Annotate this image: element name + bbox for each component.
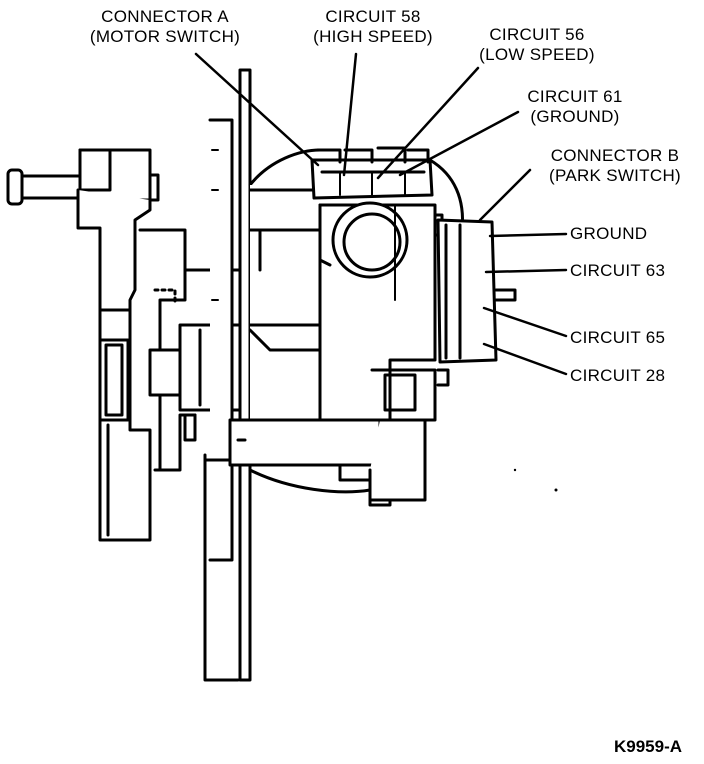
circuit-56-title: CIRCUIT 56 [489,25,585,44]
circuit-63-label: CIRCUIT 63 [570,261,666,280]
lower-bracket [228,368,450,502]
circuit-58-title: CIRCUIT 58 [325,7,421,26]
connector-b-subtitle: (PARK SWITCH) [548,166,682,185]
circuit-61-label: CIRCUIT 61 (GROUND) [510,87,640,127]
circuit-56-subtitle: (LOW SPEED) [479,45,595,64]
shaft-knob [6,148,160,206]
mount-plates [203,68,252,682]
connector-a-label: CONNECTOR A (MOTOR SWITCH) [70,7,260,47]
circuit-28-label: CIRCUIT 28 [570,366,666,385]
mount-arm [76,188,197,542]
connector-b-label: CONNECTOR B (PARK SWITCH) [532,146,698,186]
circuit-61-title: CIRCUIT 61 [527,87,623,106]
leader-lines [194,52,568,376]
figure-id: K9959-A [614,737,683,756]
connector-a [310,146,434,200]
motor-body [248,148,465,494]
circuit-61-subtitle: (GROUND) [530,107,620,126]
circuit-58-subtitle: (HIGH SPEED) [313,27,433,46]
connector-a-title: CONNECTOR A [101,7,229,26]
circuit-58-label: CIRCUIT 58 (HIGH SPEED) [298,7,448,47]
circuit-56-label: CIRCUIT 56 (LOW SPEED) [462,25,612,65]
connector-b-title: CONNECTOR B [550,146,680,165]
connector-b [436,218,517,364]
connector-a-subtitle: (MOTOR SWITCH) [89,27,241,46]
ground-label: GROUND [570,224,648,243]
circuit-65-label: CIRCUIT 65 [570,328,666,347]
stray-dots [513,468,558,492]
